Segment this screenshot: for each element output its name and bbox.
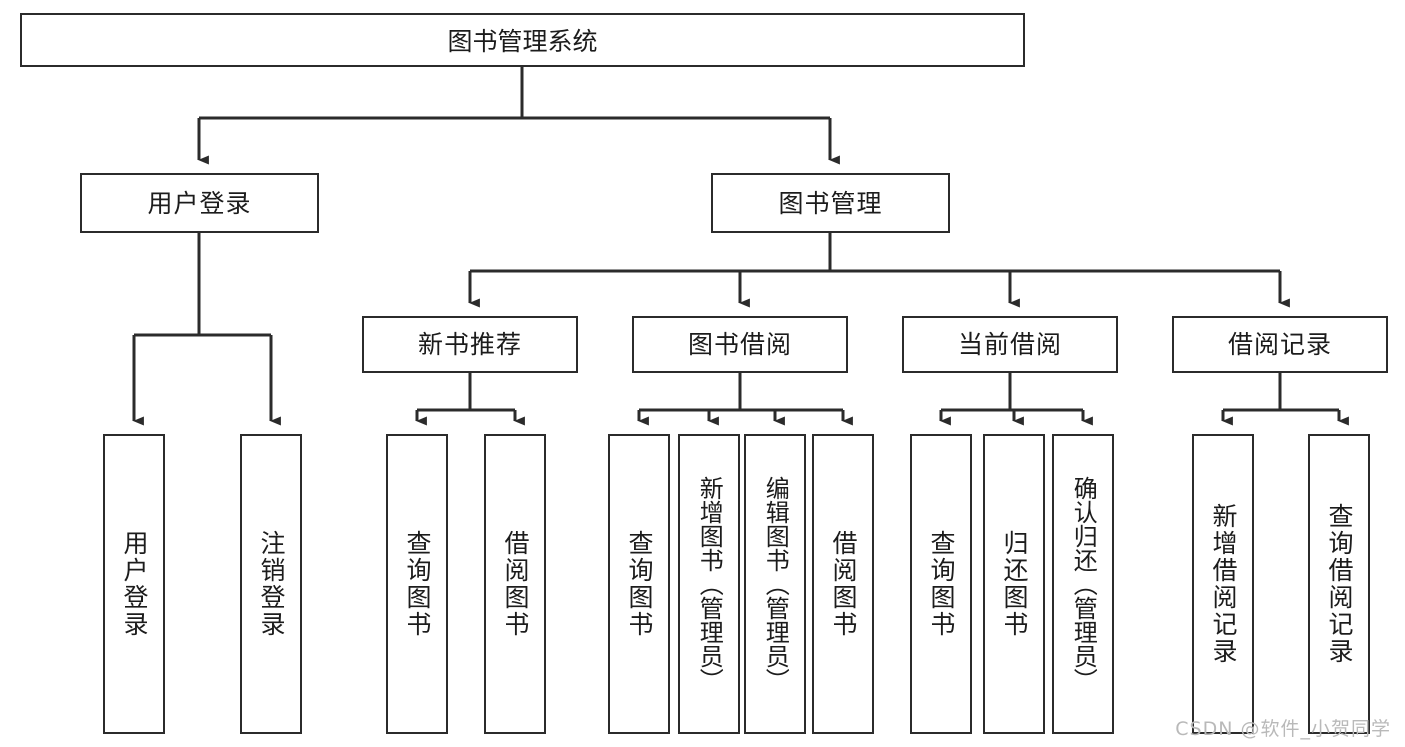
node-leaf-confirm-return[interactable]: 确认归还（管理员） — [1052, 434, 1114, 734]
node-leaf-query-record[interactable]: 查询借阅记录 — [1308, 434, 1370, 734]
node-new-book-recommend-label: 新书推荐 — [417, 330, 522, 359]
node-current-borrow-label: 当前借阅 — [957, 330, 1062, 359]
node-leaf-return-book-label: 归还图书 — [1000, 530, 1029, 638]
node-leaf-query-book-3-label: 查询图书 — [927, 530, 956, 638]
node-leaf-edit-book-label: 编辑图书（管理员） — [761, 476, 790, 692]
node-new-book-recommend[interactable]: 新书推荐 — [362, 316, 578, 373]
node-root-label: 图书管理系统 — [447, 27, 598, 56]
node-book-borrow-label: 图书借阅 — [687, 330, 792, 359]
node-leaf-query-book-2-label: 查询图书 — [625, 530, 654, 638]
watermark-text: CSDN @软件_小贺同学 — [1175, 718, 1391, 740]
node-borrow-record-label: 借阅记录 — [1227, 330, 1332, 359]
node-leaf-add-record-label: 新增借阅记录 — [1209, 503, 1238, 665]
node-leaf-user-logout[interactable]: 注销登录 — [240, 434, 302, 734]
node-root[interactable]: 图书管理系统 — [20, 13, 1025, 67]
node-leaf-user-logout-label: 注销登录 — [257, 530, 286, 638]
node-leaf-query-book-1[interactable]: 查询图书 — [386, 434, 448, 734]
node-leaf-borrow-book-1[interactable]: 借阅图书 — [484, 434, 546, 734]
node-leaf-edit-book[interactable]: 编辑图书（管理员） — [744, 434, 806, 734]
node-leaf-user-login[interactable]: 用户登录 — [103, 434, 165, 734]
node-leaf-confirm-return-label: 确认归还（管理员） — [1069, 476, 1098, 692]
node-book-manage[interactable]: 图书管理 — [711, 173, 950, 233]
node-leaf-add-book-label: 新增图书（管理员） — [695, 476, 724, 692]
node-leaf-borrow-book-2[interactable]: 借阅图书 — [812, 434, 874, 734]
node-leaf-add-book[interactable]: 新增图书（管理员） — [678, 434, 740, 734]
node-current-borrow[interactable]: 当前借阅 — [902, 316, 1118, 373]
node-book-manage-label: 图书管理 — [778, 188, 883, 218]
node-leaf-add-record[interactable]: 新增借阅记录 — [1192, 434, 1254, 734]
node-leaf-query-book-3[interactable]: 查询图书 — [910, 434, 972, 734]
node-user-login-label: 用户登录 — [147, 188, 252, 218]
node-leaf-borrow-book-2-label: 借阅图书 — [829, 530, 858, 638]
node-leaf-query-book-2[interactable]: 查询图书 — [608, 434, 670, 734]
node-borrow-record[interactable]: 借阅记录 — [1172, 316, 1388, 373]
node-leaf-query-record-label: 查询借阅记录 — [1325, 503, 1354, 665]
node-leaf-return-book[interactable]: 归还图书 — [983, 434, 1045, 734]
node-leaf-user-login-label: 用户登录 — [120, 530, 149, 638]
node-user-login[interactable]: 用户登录 — [80, 173, 319, 233]
node-leaf-query-book-1-label: 查询图书 — [403, 530, 432, 638]
node-book-borrow[interactable]: 图书借阅 — [632, 316, 848, 373]
node-leaf-borrow-book-1-label: 借阅图书 — [501, 530, 530, 638]
